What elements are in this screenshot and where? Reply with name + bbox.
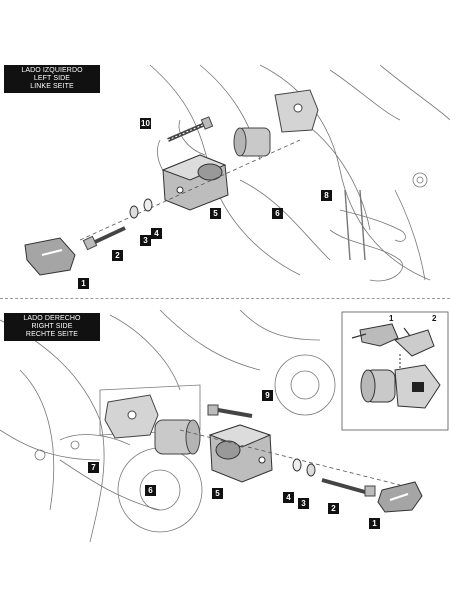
frame-bracket-part-7: [104, 394, 159, 439]
left-title-line-1: LADO IZQUIERDO: [21, 67, 83, 74]
callout-right-5: 5: [212, 488, 223, 499]
callout-left-8: 8: [321, 190, 332, 201]
washer-part-4-right: [292, 458, 302, 472]
left-assembly-axis: [79, 139, 301, 241]
end-cap-part-1-right: [377, 481, 423, 513]
callout-left-4: 4: [151, 228, 162, 239]
bolt-part-10: [167, 116, 214, 142]
right-title-line-2: RIGHT SIDE: [31, 323, 73, 330]
callout-right-3: 3: [298, 498, 309, 509]
end-cap-part-1: [24, 237, 76, 276]
spacer-part-6: [233, 127, 271, 157]
callout-right-2: 2: [328, 503, 339, 514]
callout-left-2: 2: [112, 250, 123, 261]
left-title-line-2: LEFT SIDE: [33, 75, 71, 82]
washer-part-3: [129, 205, 139, 219]
left-side-title: LADO IZQUIERDO LEFT SIDE LINKE SEITE: [4, 65, 100, 93]
right-title-line-3: RECHTE SEITE: [25, 331, 79, 338]
callout-right-6: 6: [145, 485, 156, 496]
callout-right-4: 4: [283, 492, 294, 503]
right-side-title: LADO DERECHO RIGHT SIDE RECHTE SEITE: [4, 313, 100, 341]
bolt-part-9: [207, 404, 253, 418]
left-title-line-3: LINKE SEITE: [30, 83, 74, 90]
left-side-panel: LADO IZQUIERDO LEFT SIDE LINKE SEITE 10 …: [0, 60, 450, 290]
spacer-part-6-right: [154, 419, 201, 455]
callout-left-5: 5: [210, 208, 221, 219]
left-side-drawing: [24, 64, 450, 282]
panel-divider: [0, 298, 450, 299]
callout-left-6: 6: [272, 208, 283, 219]
callout-left-3: 3: [140, 235, 151, 246]
slider-block-part-5: [161, 154, 229, 211]
frame-bracket-part-8: [274, 89, 319, 133]
installation-inset: [341, 311, 449, 431]
right-side-panel: LADO DERECHO RIGHT SIDE RECHTE SEITE 1 2…: [0, 310, 450, 542]
slider-block-part-5-right: [208, 424, 273, 483]
callout-left-1: 1: [78, 278, 89, 289]
inset-step-2: 2: [432, 314, 437, 323]
callout-left-10: 10: [140, 118, 151, 129]
washer-part-3-right: [306, 463, 316, 477]
inset-step-1: 1: [389, 314, 394, 323]
callout-right-7: 7: [88, 462, 99, 473]
right-side-drawing: [0, 310, 449, 542]
callout-right-1: 1: [369, 518, 380, 529]
washer-part-4: [143, 198, 153, 212]
callout-right-9: 9: [262, 390, 273, 401]
right-assembly-axis: [179, 429, 401, 486]
right-title-line-1: LADO DERECHO: [23, 315, 81, 322]
long-bolt-part-2: [82, 226, 126, 251]
long-bolt-part-2-right: [321, 478, 376, 497]
